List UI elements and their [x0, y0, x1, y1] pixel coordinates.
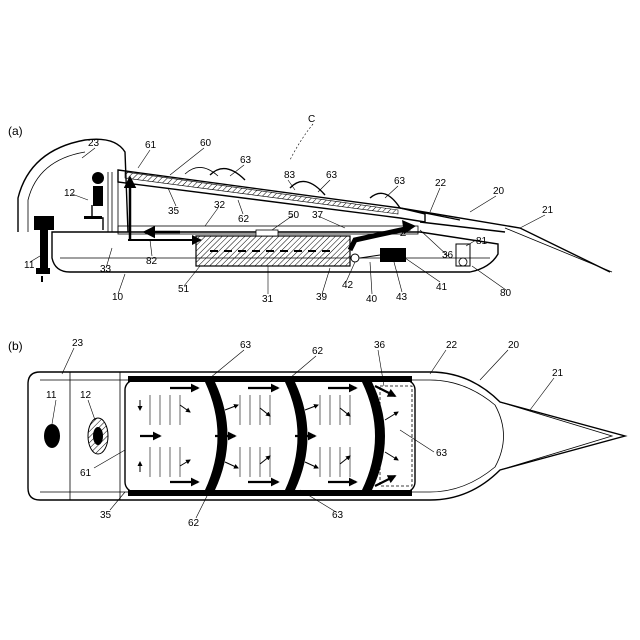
callout-50: 50 [288, 210, 300, 221]
panel-b-label: (b) [8, 339, 23, 353]
callout-51: 51 [178, 284, 190, 295]
airflow-arrows [140, 386, 395, 486]
callout-22: 22 [435, 178, 447, 189]
callout-32: 32 [214, 200, 226, 211]
callout-11: 11 [24, 260, 35, 271]
callout-b-23: 23 [72, 338, 84, 349]
callout-b-12: 12 [80, 390, 92, 401]
callout-b-21: 21 [552, 368, 564, 379]
callout-61: 61 [145, 140, 157, 151]
callout-21: 21 [542, 205, 554, 216]
callout-36: 36 [442, 250, 454, 261]
callout-b-22: 22 [446, 340, 458, 351]
callout-C: C [308, 114, 315, 125]
callout-b-62-bottom: 62 [188, 518, 200, 529]
callout-63-a: 63 [240, 155, 252, 166]
callout-80: 80 [500, 288, 512, 299]
panel-b-top-view: (b) [8, 338, 625, 529]
panel-a-label: (a) [8, 124, 23, 138]
tank-81 [456, 244, 470, 266]
solar-deck-60 [118, 170, 425, 222]
callout-20: 20 [493, 186, 505, 197]
callout-37: 37 [312, 210, 324, 221]
callout-b-63-bottom: 63 [332, 510, 344, 521]
battery-pack-31 [196, 230, 350, 266]
callout-60: 60 [200, 138, 212, 149]
panel-a-side-view: (a) [8, 114, 612, 305]
callout-b-63: 63 [240, 340, 252, 351]
callout-23: 23 [88, 138, 100, 149]
callout-62: 62 [238, 214, 250, 225]
callout-43: 43 [396, 292, 408, 303]
callout-b-62: 62 [312, 346, 324, 357]
pilot-figure-12 [84, 172, 104, 230]
callout-41: 41 [436, 282, 448, 293]
callout-31: 31 [262, 294, 274, 305]
deck-ribs [150, 395, 350, 477]
bow-ramp-20-21 [400, 208, 612, 272]
callout-40: 40 [366, 294, 378, 305]
pump-40 [360, 248, 406, 262]
callout-33: 33 [100, 264, 112, 275]
hull-top-view [28, 372, 625, 500]
callout-81: 81 [476, 236, 488, 247]
callout-Z: Z [400, 228, 406, 239]
outboard-motor-11 [34, 216, 54, 282]
callout-b-20: 20 [508, 340, 520, 351]
callout-83: 83 [284, 170, 296, 181]
airflow-small-arrows [140, 400, 398, 472]
callout-39: 39 [316, 292, 328, 303]
callout-b-35: 35 [100, 510, 112, 521]
callout-42: 42 [342, 280, 354, 291]
callout-b-61: 61 [80, 468, 92, 479]
callout-12: 12 [64, 188, 76, 199]
callout-82: 82 [146, 256, 158, 267]
callout-63-c: 63 [394, 176, 406, 187]
callout-63-b: 63 [326, 170, 338, 181]
callout-35: 35 [168, 206, 180, 217]
callout-b-36: 36 [374, 340, 386, 351]
callout-b-63-right: 63 [436, 448, 448, 459]
pilot-top-12 [88, 418, 108, 454]
motor-top-11 [44, 424, 60, 448]
callout-b-11: 11 [46, 390, 57, 401]
callout-10: 10 [112, 292, 124, 303]
